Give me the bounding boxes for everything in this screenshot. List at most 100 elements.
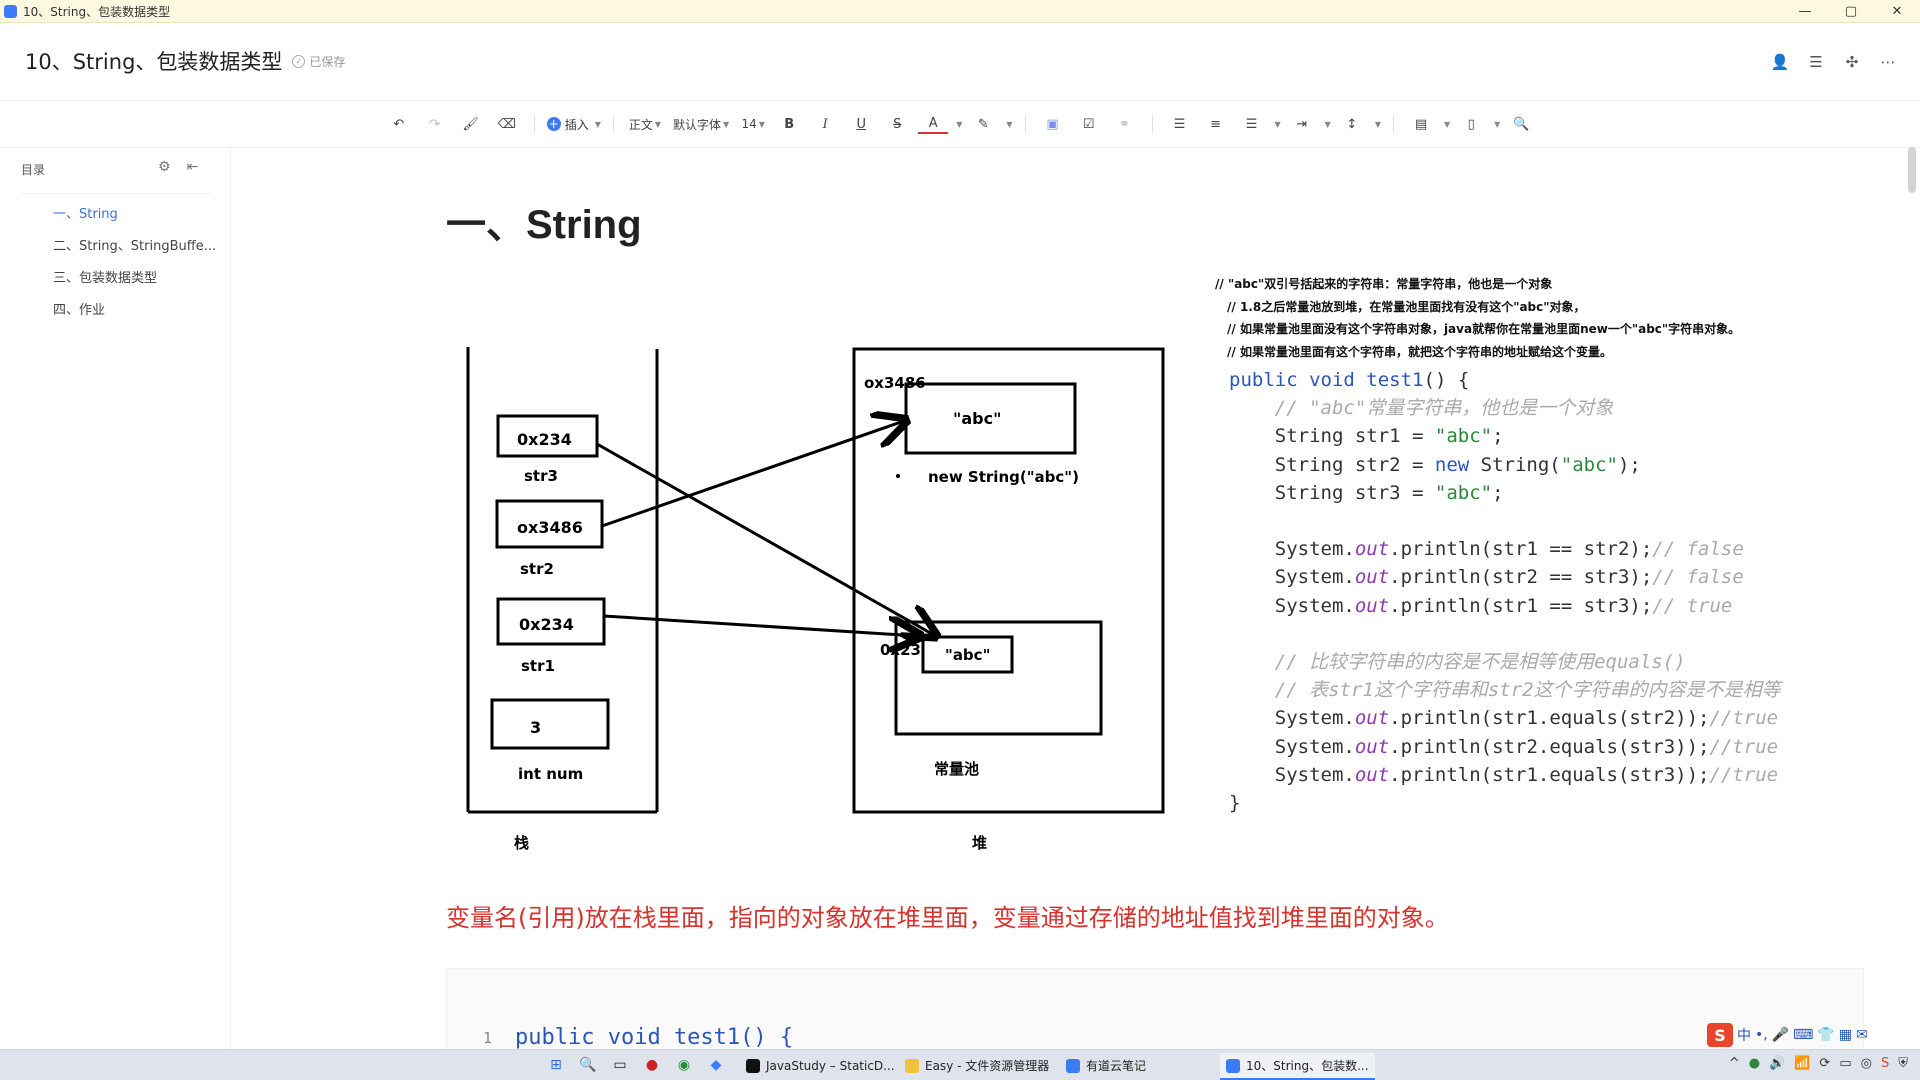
code-comments: // "abc"双引号括起来的字符串：常量字符串，他也是一个对象 // 1.8之… xyxy=(1215,273,1740,363)
align-icon[interactable]: ☰ xyxy=(1245,116,1258,132)
redo-icon[interactable]: ↷ xyxy=(429,116,441,132)
collapse-sidebar-icon[interactable]: ⇤ xyxy=(186,159,199,175)
pool-label: 常量池 xyxy=(934,760,979,778)
sync-icon[interactable]: ⟳ xyxy=(1819,1056,1831,1071)
mindmap-icon[interactable]: ✣ xyxy=(1845,53,1859,71)
toc-item-wrapper[interactable]: 三、包装数据类型 xyxy=(53,271,158,286)
system-tray: ^ ● 🔊 📶 ⟳ ▭ ◎ S ⛨ xyxy=(1729,1056,1908,1071)
strikethrough-icon[interactable]: S xyxy=(893,116,902,132)
tray-expand-icon[interactable]: ^ xyxy=(1728,1056,1740,1071)
plus-icon: + xyxy=(546,117,561,131)
chrome-icon[interactable]: ◉ xyxy=(677,1057,691,1073)
numbered-list-icon[interactable]: ≡ xyxy=(1210,116,1221,132)
line-number: 1 xyxy=(483,1029,493,1047)
share-user-icon[interactable]: 👤 xyxy=(1770,53,1790,71)
tray-status-icon[interactable]: ● xyxy=(1748,1056,1761,1071)
window-title: 10、String、包装数据类型 xyxy=(23,4,171,19)
taskbar-app-current-doc[interactable]: 10、String、包装数... xyxy=(1220,1053,1375,1080)
taskbar-app-label: JavaStudy – StaticD... xyxy=(766,1058,895,1073)
doc-title[interactable]: 10、String、包装数据类型 xyxy=(25,50,283,74)
keyboard-icon[interactable]: ⌨ xyxy=(1793,1027,1814,1043)
link-icon[interactable]: ⚭ xyxy=(1119,116,1130,132)
network-icon[interactable]: ◎ xyxy=(1860,1056,1872,1071)
volume-icon[interactable]: 🔊 xyxy=(1769,1056,1786,1071)
saved-label: 已保存 xyxy=(309,54,346,69)
sogou-logo[interactable]: S xyxy=(1707,1023,1733,1047)
close-button[interactable]: ✕ xyxy=(1891,3,1903,19)
toc-item-homework[interactable]: 四、作业 xyxy=(53,303,106,318)
taskbar-search-icon[interactable]: 🔍 xyxy=(579,1057,597,1073)
toc-title: 目录 xyxy=(21,163,46,177)
skin-icon[interactable]: 👕 xyxy=(1817,1027,1835,1043)
toc-item-string[interactable]: 一、String xyxy=(53,207,118,222)
bold-icon[interactable]: B xyxy=(784,116,795,132)
section-heading: 一、String xyxy=(446,203,642,247)
font-color-icon[interactable]: A xyxy=(918,114,949,134)
ime-language[interactable]: 中 xyxy=(1737,1028,1751,1044)
scrollbar[interactable] xyxy=(1906,147,1918,1049)
ime-more-icon[interactable]: ✉ xyxy=(1856,1027,1868,1043)
font-select[interactable]: 默认字体▼ xyxy=(673,117,730,132)
punctuation-icon[interactable]: •, xyxy=(1755,1027,1768,1043)
style-label: 正文 xyxy=(628,117,653,132)
highlight-icon[interactable]: ✎ xyxy=(977,116,989,132)
insert-button[interactable]: +插入▼ xyxy=(546,117,601,132)
toc-item-stringbuffer[interactable]: 二、String、StringBuffe... xyxy=(53,239,217,254)
checkbox-icon[interactable]: ☑ xyxy=(1082,116,1095,132)
size-select[interactable]: 14▼ xyxy=(741,117,765,131)
heap-object: "abc" xyxy=(953,409,1001,428)
comment-line: // "abc"双引号括起来的字符串：常量字符串，他也是一个对象 xyxy=(1215,277,1553,291)
ai-icon[interactable]: ▣ xyxy=(1046,116,1059,132)
heap-address: ox3486 xyxy=(864,374,926,392)
pool-object: "abc" xyxy=(945,646,990,664)
search-doc-icon[interactable]: ☰ xyxy=(1809,53,1823,71)
str3-value: 0x234 xyxy=(517,430,572,449)
italic-icon[interactable]: I xyxy=(822,116,828,132)
app-icon xyxy=(4,4,17,18)
stack-label: 栈 xyxy=(514,834,529,852)
settings-icon[interactable]: ⚙ xyxy=(158,159,171,175)
task-view-icon[interactable]: ▭ xyxy=(613,1057,627,1073)
line-height-icon[interactable]: ↕ xyxy=(1346,116,1358,132)
apps-icon[interactable]: ▦ xyxy=(1838,1027,1853,1043)
mic-icon[interactable]: 🎤 xyxy=(1771,1027,1790,1043)
indent-icon[interactable]: ⇥ xyxy=(1296,116,1308,132)
start-icon[interactable]: ⊞ xyxy=(550,1057,562,1073)
scroll-thumb[interactable] xyxy=(1908,147,1916,193)
underline-icon[interactable]: U xyxy=(856,116,866,132)
taskbar-app-explorer[interactable]: Easy - 文件资源管理器 xyxy=(899,1053,1055,1078)
comment-line: // 1.8之后常量池放到堆，在常量池里面找有没有这个"abc"对象， xyxy=(1227,299,1586,314)
template-icon[interactable]: ▯ xyxy=(1467,116,1475,132)
summary-text: 变量名(引用)放在栈里面，指向的对象放在堆里面，变量通过存储的地址值找到堆里面的… xyxy=(446,904,1449,932)
format-toolbar: ↶ ↷ 🖌 ⌫ +插入▼ 正文▼ 默认字体▼ 14▼ B I U S A▼ ✎▼… xyxy=(0,100,1920,148)
taskbar-app-intellij[interactable]: JavaStudy – StaticD... xyxy=(740,1053,901,1078)
code-screenshot: public void test1() { // "abc"常量字符串，他也是一… xyxy=(1229,369,1781,815)
doc-header: 10、String、包装数据类型 ✓ 已保存 👤 ☰ ✣ ⋯ xyxy=(0,22,1920,100)
divider-icon[interactable]: ▤ xyxy=(1414,116,1428,132)
taskbar: ⊞ 🔍 ▭ ● ◉ ◆ JavaStudy – StaticD... Easy … xyxy=(0,1049,1920,1080)
maximize-button[interactable]: ▢ xyxy=(1844,3,1858,19)
code-block[interactable]: 1 public void test1() { xyxy=(446,968,1864,1050)
heap-object-label: new String("abc") xyxy=(928,468,1079,486)
doc-icon xyxy=(1226,1058,1240,1073)
bullet-list-icon[interactable]: ☰ xyxy=(1173,116,1186,132)
num-name: int num xyxy=(518,765,583,783)
taskbar-app-label: 10、String、包装数... xyxy=(1246,1059,1369,1073)
tray-sogou-icon[interactable]: S xyxy=(1880,1056,1890,1071)
battery-icon[interactable]: ▭ xyxy=(1839,1056,1852,1071)
num-value: 3 xyxy=(530,718,541,737)
eraser-icon[interactable]: ⌫ xyxy=(497,116,516,132)
style-select[interactable]: 正文▼ xyxy=(628,117,662,132)
undo-icon[interactable]: ↶ xyxy=(393,116,405,132)
record-icon[interactable]: ● xyxy=(645,1057,659,1073)
str1-name: str1 xyxy=(521,657,555,675)
more-icon[interactable]: ⋯ xyxy=(1880,53,1896,71)
taskbar-app-youdao[interactable]: 有道云笔记 xyxy=(1060,1053,1152,1078)
security-icon[interactable]: ⛨ xyxy=(1898,1056,1908,1071)
note-app-icon[interactable]: ◆ xyxy=(710,1057,722,1073)
format-painter-icon[interactable]: 🖌 xyxy=(462,116,479,132)
insert-label: 插入 xyxy=(564,117,589,132)
search-icon[interactable]: 🔍 xyxy=(1513,116,1530,132)
minimize-button[interactable]: — xyxy=(1798,3,1812,19)
wifi-icon[interactable]: 📶 xyxy=(1794,1056,1811,1071)
